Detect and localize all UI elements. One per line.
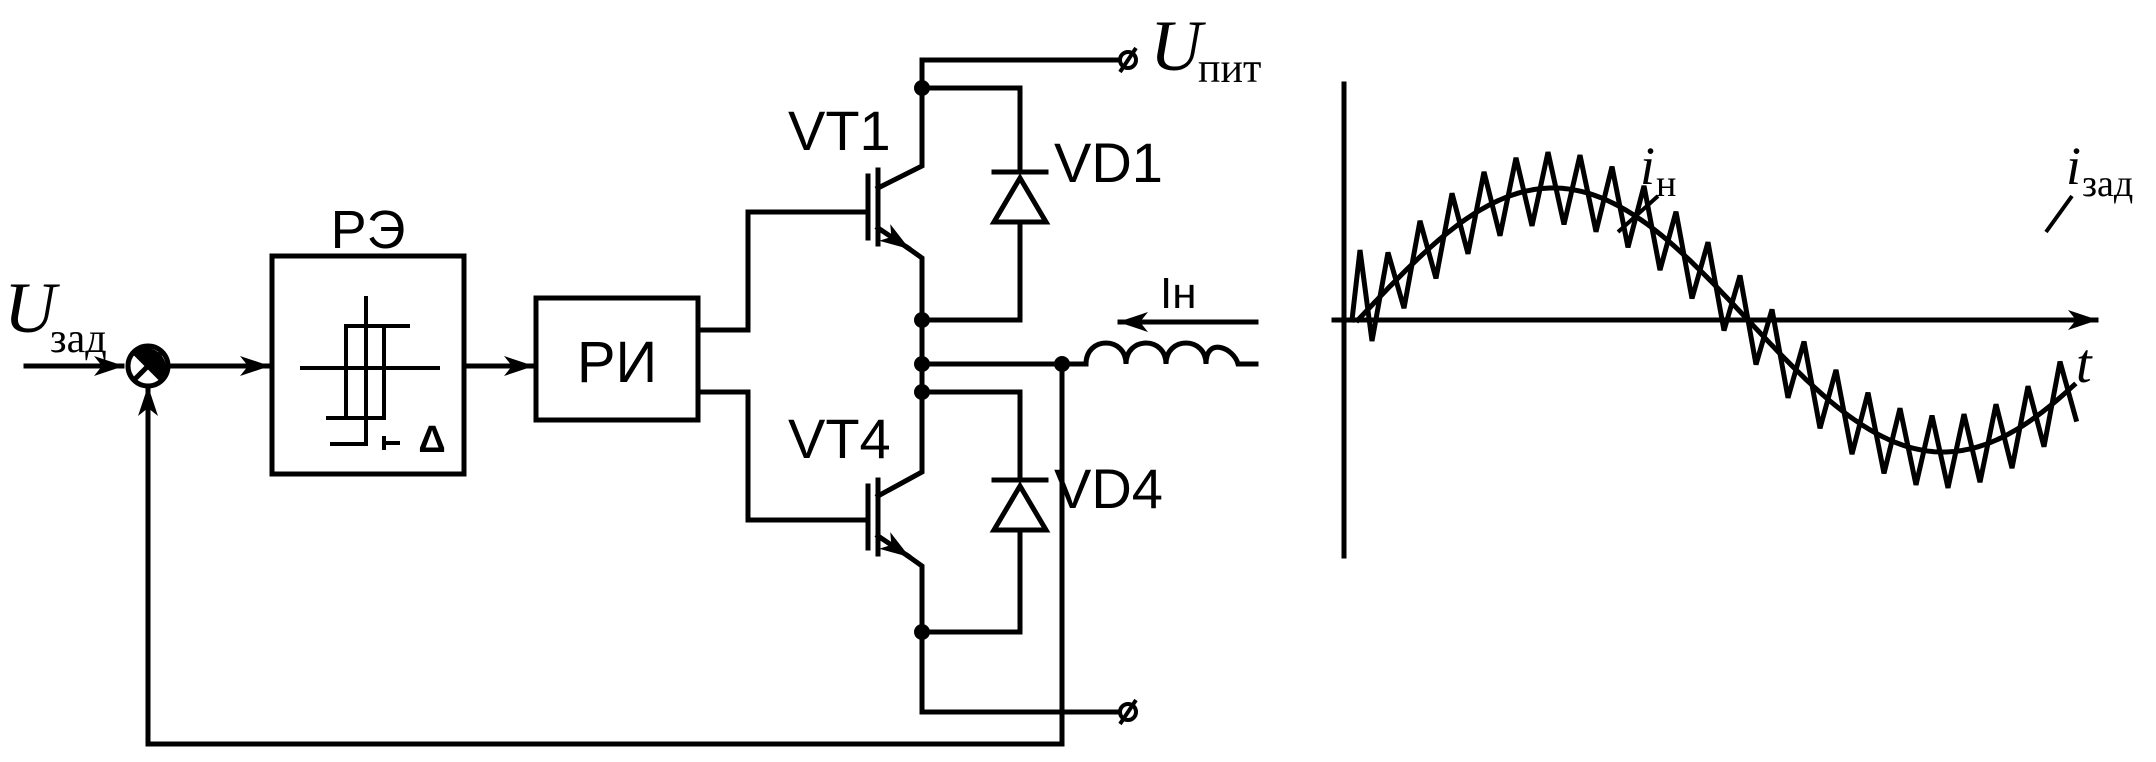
u-zad-symbol: U <box>4 268 60 348</box>
relay-delta-label: Δ <box>418 419 445 461</box>
relay-element-label: РЭ <box>331 200 406 260</box>
u-zad-input: U зад <box>4 268 125 376</box>
diode-vd1: VD1 <box>919 85 1163 323</box>
diode-vd4: VD4 <box>919 389 1163 635</box>
actual-current-zigzag <box>1349 151 2080 489</box>
actual-current-symbol: i <box>1640 136 1655 196</box>
transistor-vt4: VT4 <box>788 389 925 635</box>
supply-rail-bottom <box>919 629 1138 726</box>
u-zad-subscript: зад <box>50 316 107 362</box>
load-inductor: Iн <box>1059 269 1259 367</box>
waveform-time-label: t <box>2076 333 2093 395</box>
u-pit-symbol: U <box>1150 6 1206 86</box>
reference-current-symbol: i <box>2066 136 2081 196</box>
relay-element-block: РЭ Δ <box>269 200 467 477</box>
summing-junction <box>125 343 171 389</box>
vt4-label: VT4 <box>788 407 891 470</box>
vd4-label: VD4 <box>1054 457 1163 520</box>
pulse-distributor-block: РИ <box>533 295 701 423</box>
pulse-distributor-label: РИ <box>577 330 657 395</box>
feedback-loop <box>138 361 1065 747</box>
gate-wire-lower <box>695 389 871 523</box>
reference-current-subscript: зад <box>2082 163 2133 205</box>
pulse-distributor-box <box>533 295 701 423</box>
hysteresis-icon <box>300 296 440 450</box>
u-pit-subscript: пит <box>1198 46 1261 92</box>
reference-label-leader <box>2044 194 2074 234</box>
gate-wire-upper <box>695 209 871 333</box>
transistor-vt1: VT1 <box>788 85 925 323</box>
waveform-plot: t i н i зад <box>1331 81 2133 559</box>
actual-current-subscript: н <box>1656 163 1676 205</box>
supply-rail-top: U пит <box>919 6 1261 92</box>
load-current-label: Iн <box>1160 269 1197 318</box>
negative-half-fill <box>134 348 166 380</box>
actual-label-leader <box>1616 194 1660 234</box>
vt1-label: VT1 <box>788 99 891 162</box>
vd1-label: VD1 <box>1054 131 1163 194</box>
supply-wire-top <box>919 57 1123 91</box>
